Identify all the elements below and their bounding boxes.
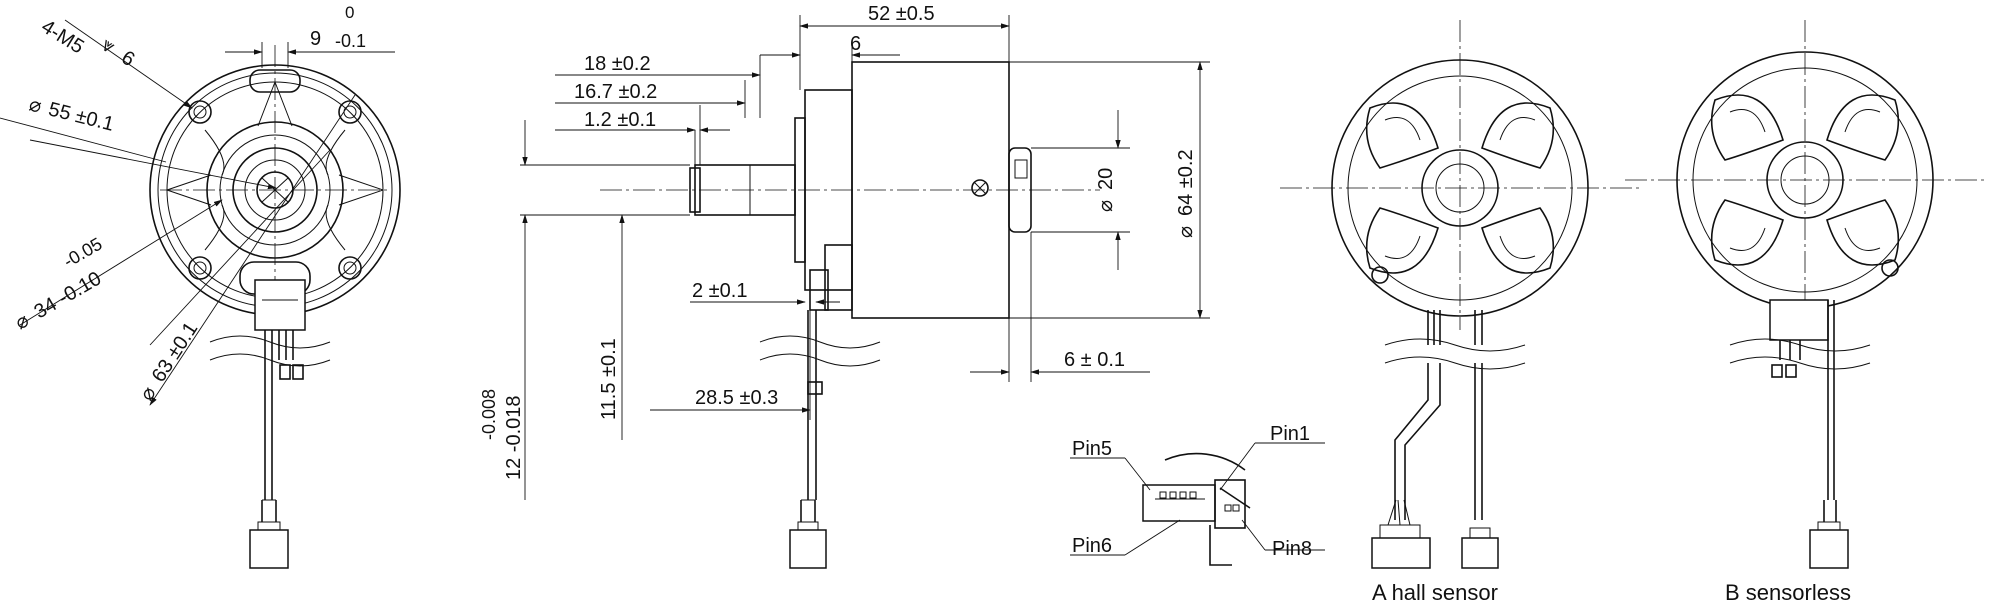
dia63-dim: ⌀ 63 ±0.1: [136, 318, 203, 404]
thread-label: 4-M5: [37, 16, 87, 59]
len167-label: 16.7 ±0.2: [574, 81, 657, 103]
dia55-label: 55 ±0.1: [46, 98, 116, 135]
dia64-label: 64 ±0.2: [1175, 149, 1197, 216]
len115-label: 11.5 ±0.1: [598, 338, 620, 420]
diameter-symbol: ⌀: [12, 309, 33, 334]
mounting-hole-bl: [188, 256, 212, 280]
len285-label: 28.5 ±0.3: [695, 387, 778, 409]
variant-b-label: B sensorless: [1725, 580, 1851, 605]
dia64-dim: ⌀ 64 ±0.2: [1175, 149, 1197, 238]
pin8-label: Pin8: [1272, 538, 1312, 560]
diameter-symbol: ⌀: [1095, 200, 1117, 212]
dia20-dim: ⌀ 20: [1095, 168, 1117, 212]
rotor-blades: [1365, 102, 1555, 274]
pin5-label: Pin5: [1072, 438, 1112, 460]
shaft-label: 12 -0.018: [503, 395, 525, 480]
dia34-tol-upper: -0.05: [60, 234, 106, 272]
thread-depth-label: 6: [117, 47, 138, 72]
diameter-symbol: ⌀: [27, 94, 44, 118]
pin6-label: Pin6: [1072, 535, 1112, 557]
dia55-dim: ⌀ 55 ±0.1: [27, 94, 116, 136]
width-tol-lower: -0.1: [335, 31, 366, 51]
len12-label: 1.2 ±0.1: [584, 109, 656, 131]
variant-a-hall-sensor: A hall sensor: [1280, 20, 1640, 605]
len6-label: 6: [850, 33, 861, 55]
dia34-label: 34 -0.10: [31, 268, 106, 324]
mounting-hole-br: [338, 256, 362, 280]
diameter-symbol: ⌀: [1175, 226, 1197, 238]
dia20-label: 20: [1095, 168, 1117, 190]
len2-label: 2 ±0.1: [692, 280, 747, 302]
side-view: 52 ±0.5 6 18 ±0.2 16.7 ±0.2 1.2 ±0.1 ⌀ 2…: [479, 3, 1210, 569]
mounting-hole-tl: [188, 100, 212, 124]
len18-label: 18 ±0.2: [584, 53, 651, 75]
dia34-dim: ⌀ 34 -0.10: [12, 268, 106, 335]
connector-pins: [1159, 487, 1251, 512]
front-view: 4-M5 ⩔ 6 0 9 -0.1 ⌀ 55 ±0.1 -0.05 ⌀ 34 -…: [0, 3, 401, 569]
diameter-symbol: ⌀: [136, 383, 161, 405]
len6b-label: 6 ± 0.1: [1064, 349, 1125, 371]
variant-a-label: A hall sensor: [1372, 580, 1498, 605]
connector-detail: Pin5 Pin1 Pin6 Pin8: [1070, 423, 1325, 566]
dia63-label: 63 ±0.1: [148, 318, 203, 386]
shaft-tol-upper: -0.008: [479, 389, 499, 440]
variant-b-sensorless: B sensorless: [1625, 20, 1985, 605]
width-label: 9: [310, 28, 321, 50]
len52-label: 52 ±0.5: [868, 3, 935, 25]
rotor-blades: [1710, 94, 1900, 266]
pin1-label: Pin1: [1270, 423, 1310, 445]
width-tol-upper: 0: [345, 3, 354, 22]
